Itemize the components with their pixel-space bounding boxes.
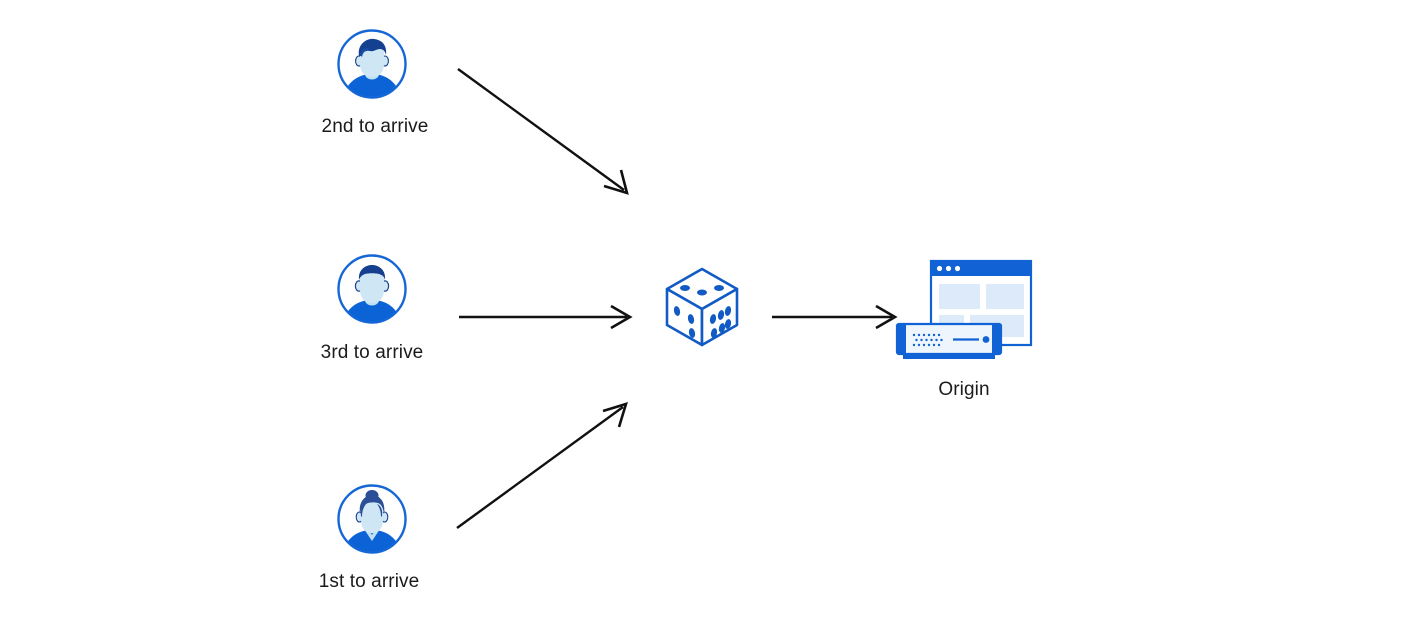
client-middle-label: 3rd to arrive <box>320 342 424 363</box>
client-top-label: 2nd to arrive <box>321 116 429 137</box>
arrow-client-bottom-to-router <box>456 402 628 529</box>
user-avatar-icon <box>336 28 408 100</box>
arrow-client-middle-to-router <box>459 304 633 330</box>
dice-icon <box>661 265 743 349</box>
user-avatar-icon <box>336 253 408 325</box>
arrow-router-to-origin <box>772 304 898 330</box>
user-avatar-icon <box>336 483 408 555</box>
arrow-client-top-to-router <box>457 68 629 195</box>
origin-server-icon <box>893 256 1038 366</box>
server-appliance-icon <box>895 322 1003 359</box>
client-bottom-label: 1st to arrive <box>318 571 420 592</box>
origin-label: Origin <box>938 379 990 400</box>
